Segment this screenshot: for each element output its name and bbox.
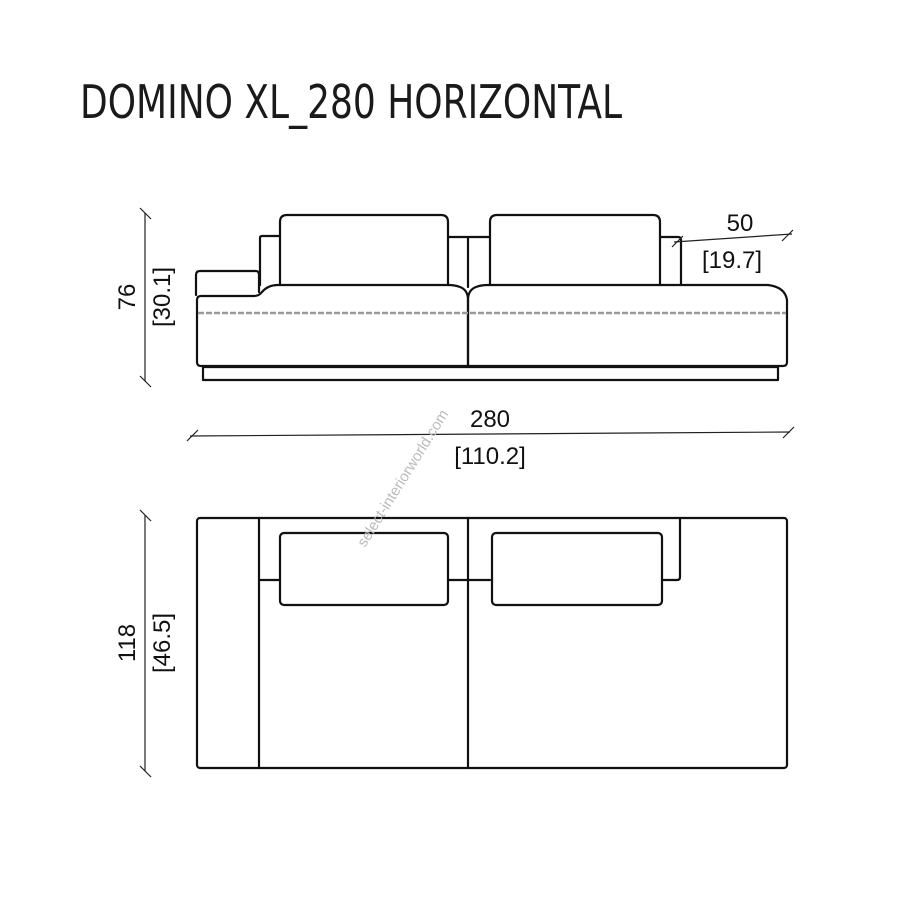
width-cm-label: 280 <box>470 406 510 433</box>
seat-right <box>466 283 789 368</box>
height-cm-label: 76 <box>114 284 141 311</box>
plinth-base <box>201 365 780 382</box>
back-frame-left <box>258 234 282 287</box>
width-in-label: [110.2] <box>454 443 526 470</box>
back-cushion-right-top <box>490 531 664 607</box>
back-frame-right <box>658 235 683 287</box>
outline <box>195 516 789 770</box>
seat-depth-dimension: 50 [19.7] <box>671 210 794 274</box>
width-dimension: 280 [110.2] <box>186 406 795 470</box>
height-dimension: 76 [30.1] <box>114 207 176 388</box>
drawing-title: DOMINO XL_280 HORIZONTAL <box>80 75 622 129</box>
height-in-label: [30.1] <box>149 267 176 327</box>
top-view <box>195 516 789 770</box>
depth-in-label: [46.5] <box>149 613 176 673</box>
back-frame-middle <box>446 235 492 289</box>
back-cushion-left <box>278 213 450 287</box>
watermark: select-interiorworld.com <box>354 407 452 550</box>
back-frame <box>257 516 682 582</box>
depth-cm-label: 118 <box>114 624 141 662</box>
seat-depth-cm-label: 50 <box>727 210 754 237</box>
depth-dimension: 118 [46.5] <box>114 509 176 778</box>
back-cushion-right <box>488 213 662 287</box>
armrest-left <box>194 269 261 297</box>
seat-left <box>195 283 470 368</box>
back-cushion-left-top <box>278 531 450 607</box>
seat-depth-in-label: [19.7] <box>702 247 762 274</box>
front-view <box>194 213 789 382</box>
